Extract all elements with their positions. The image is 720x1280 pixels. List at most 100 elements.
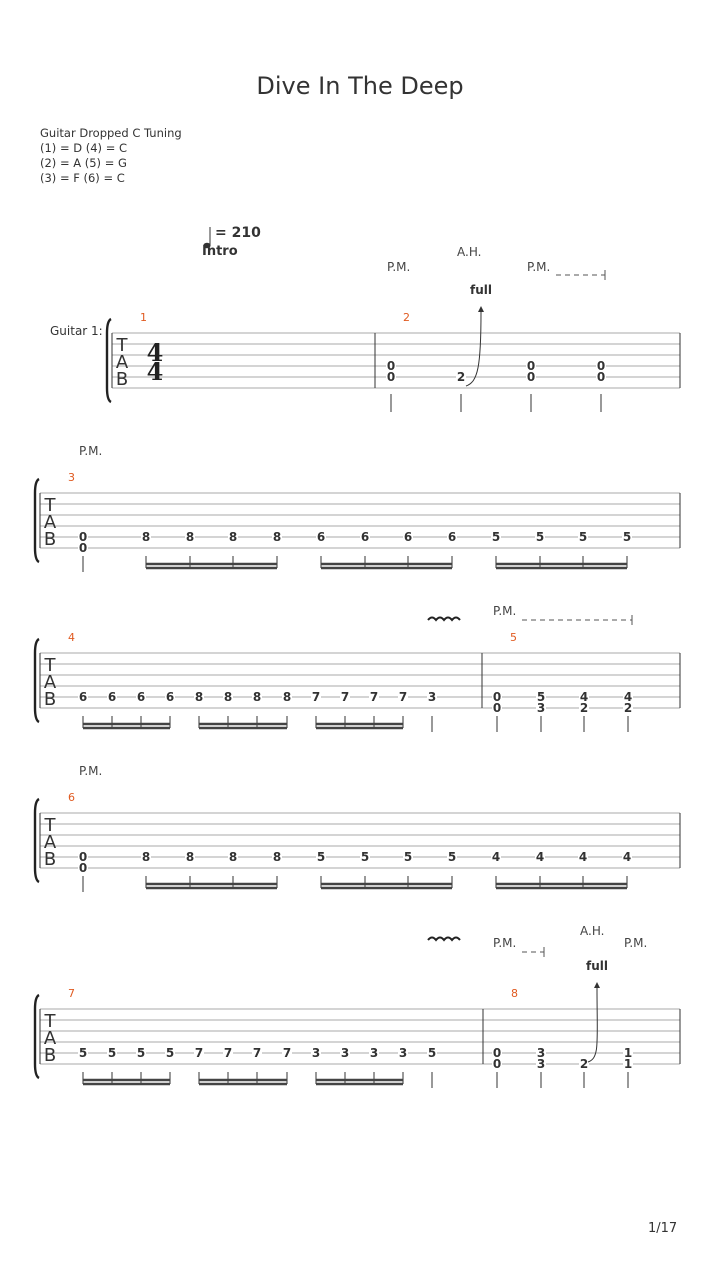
fret-number: 4 [623, 850, 631, 864]
fret-bg [78, 1047, 88, 1059]
fret-bg [403, 851, 413, 863]
fret-number: 2 [457, 370, 465, 384]
fret-number: 7 [253, 1046, 261, 1060]
fret-bg [340, 691, 350, 703]
fret-bg [141, 851, 151, 863]
fret-number: 7 [341, 690, 349, 704]
fret-number: 8 [186, 530, 194, 544]
system-bracket [33, 993, 40, 1080]
fret-number: 7 [312, 690, 320, 704]
fret-number: 8 [142, 850, 150, 864]
fret-number: 7 [370, 690, 378, 704]
fret-bg [369, 691, 379, 703]
fret-number: 0 [79, 541, 87, 555]
tuning-info: Guitar Dropped C Tuning (1) = D (4) = C … [40, 126, 182, 186]
fret-bg [398, 691, 408, 703]
fret-bg [536, 702, 546, 714]
fret-number: 0 [493, 1046, 501, 1060]
fret-number: 1 [624, 1057, 632, 1071]
vibrato-icon [427, 936, 461, 942]
fret-number: 7 [283, 1046, 291, 1060]
palm-mute-label: P.M. [493, 936, 516, 950]
fret-number: 5 [166, 1046, 174, 1060]
tab-letter-t: T [116, 335, 129, 356]
fret-number: 4 [624, 690, 632, 704]
fret-number: 3 [399, 1046, 407, 1060]
fret-number: 1 [624, 1046, 632, 1060]
fret-bg [536, 1047, 546, 1059]
fret-bg [623, 1058, 633, 1070]
system-bracket [105, 317, 112, 404]
fret-number: 0 [79, 850, 87, 864]
fret-bg [228, 851, 238, 863]
fret-bg [360, 531, 370, 543]
fret-number: 4 [579, 850, 587, 864]
fret-number: 6 [108, 690, 116, 704]
bend-label: full [470, 283, 492, 297]
fret-bg [492, 1047, 502, 1059]
fret-bg [78, 531, 88, 543]
tab-letter-t: T [44, 655, 57, 676]
fret-number: 0 [527, 370, 535, 384]
palm-mute-label: P.M. [493, 604, 516, 618]
fret-number: 5 [428, 1046, 436, 1060]
tab-letter-t: T [44, 1011, 57, 1032]
fret-number: 8 [253, 690, 261, 704]
tuning-name: Guitar Dropped C Tuning [40, 126, 182, 140]
fret-bg [622, 851, 632, 863]
bend-label: full [586, 959, 608, 973]
fret-bg [386, 360, 396, 372]
fret-bg [78, 862, 88, 874]
tab-letter-a: A [44, 512, 57, 533]
palm-mute-label: P.M. [624, 936, 647, 950]
fret-number: 5 [537, 690, 545, 704]
fret-bg [427, 1047, 437, 1059]
fret-bg [447, 851, 457, 863]
fret-bg [623, 702, 633, 714]
fret-number: 3 [370, 1046, 378, 1060]
fret-number: 5 [492, 530, 500, 544]
fret-number: 6 [79, 690, 87, 704]
fret-bg [252, 1047, 262, 1059]
fret-bg [623, 691, 633, 703]
fret-bg [596, 371, 606, 383]
fret-bg [185, 531, 195, 543]
vibrato-icon [427, 616, 461, 622]
fret-bg [369, 1047, 379, 1059]
fret-bg [272, 531, 282, 543]
tuning-line: (1) = D (4) = C [40, 141, 128, 155]
fret-bg [136, 1047, 146, 1059]
tab-letter-b: B [44, 529, 56, 550]
harmonic-label: A.H. [580, 924, 604, 938]
fret-bg [427, 691, 437, 703]
fret-bg [526, 360, 536, 372]
fret-bg [107, 691, 117, 703]
fret-number: 3 [537, 1046, 545, 1060]
fret-number: 0 [493, 701, 501, 715]
fret-bg [252, 691, 262, 703]
measure-number: 6 [68, 791, 75, 804]
measure-number: 7 [68, 987, 75, 1000]
time-signature-bottom: 4 [147, 357, 164, 386]
fret-number: 5 [448, 850, 456, 864]
fret-number: 5 [579, 530, 587, 544]
measure-number: 8 [511, 987, 518, 1000]
fret-bg [447, 531, 457, 543]
fret-bg [579, 1058, 589, 1070]
fret-number: 2 [624, 701, 632, 715]
fret-number: 0 [493, 690, 501, 704]
tempo-value: 210 [231, 225, 261, 241]
fret-bg [536, 1058, 546, 1070]
fret-bg [456, 371, 466, 383]
fret-number: 4 [492, 850, 500, 864]
fret-number: 5 [317, 850, 325, 864]
fret-number: 6 [137, 690, 145, 704]
fret-bg [403, 531, 413, 543]
fret-number: 6 [317, 530, 325, 544]
tab-letter-a: A [44, 1028, 57, 1049]
tab-letter-a: A [44, 832, 57, 853]
fret-number: 5 [108, 1046, 116, 1060]
section-label: Intro [202, 244, 238, 259]
fret-bg [194, 1047, 204, 1059]
fret-bg [311, 1047, 321, 1059]
